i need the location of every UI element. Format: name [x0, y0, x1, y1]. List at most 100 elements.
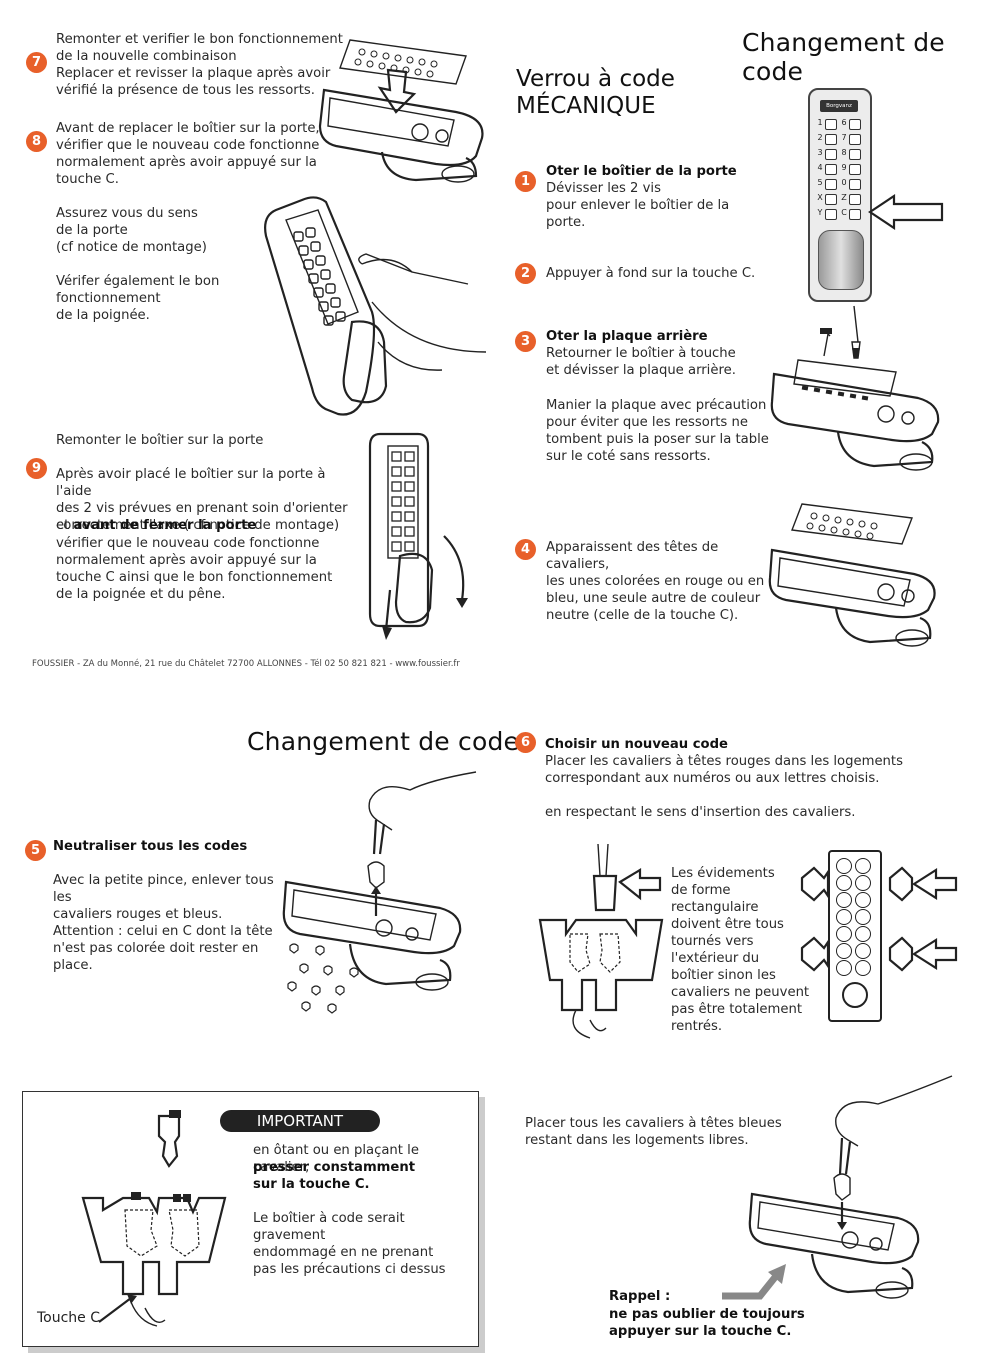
- step-3-text: Retourner le boîtier à touche et dévisse…: [546, 346, 736, 378]
- subtitle-line-2: MÉCANIQUE: [516, 93, 656, 119]
- step-8-badge: 8: [26, 131, 47, 152]
- step-1-text: Dévisser les 2 vis pour enlever le boîti…: [546, 181, 730, 230]
- step-8-text: Avant de replacer le boîtier sur la port…: [56, 121, 320, 187]
- step-5-title: Neutraliser tous les codes: [53, 839, 248, 854]
- step-8-handle-note: Vérifer également le bon fonctionnement …: [56, 274, 220, 323]
- key-button: [825, 179, 837, 190]
- step-9-text-end: vérifier que le nouveau code fonctionne …: [56, 536, 333, 602]
- step-8-door-note: Assurez vous du sens de la porte (cf not…: [56, 206, 207, 255]
- key-button: [849, 209, 861, 220]
- blue-caps-text: Placer tous les cavaliers à têtes bleues…: [525, 1116, 782, 1148]
- slot-icon: [855, 926, 871, 942]
- slot-icon: [855, 943, 871, 959]
- slot-icon: [855, 960, 871, 976]
- key-label: 5: [817, 178, 823, 187]
- page-title: Changement de code: [742, 28, 945, 86]
- step-5-warning: Attention : celui en C dont la tête n'es…: [53, 924, 273, 973]
- step-6-title: Choisir un nouveau code: [545, 737, 728, 752]
- step-9-warning-prefix: et: [56, 518, 74, 533]
- key-label: 6: [841, 118, 847, 127]
- round-slot-icon: [842, 982, 868, 1008]
- important-text-2: Le boîtier à code serait gravement endom…: [253, 1211, 446, 1277]
- key-label: 4: [817, 163, 823, 172]
- step-7-badge: 7: [26, 52, 47, 73]
- cross-section-illustration: [538, 843, 664, 1039]
- final-tweezers-illustration: [748, 1075, 953, 1299]
- important-text-bold: presser constamment sur la touche C.: [253, 1160, 416, 1192]
- step-1-badge: 1: [515, 171, 536, 192]
- brand-badge: Borgvanz: [820, 100, 858, 112]
- step-5-badge: 5: [25, 840, 46, 861]
- step-2-text: Appuyer à fond sur la touche C.: [546, 266, 756, 281]
- key-label: 7: [841, 133, 847, 142]
- key-button: [825, 119, 837, 130]
- subtitle-line-1: Verrou à code: [516, 66, 675, 92]
- key-button: [849, 149, 861, 160]
- key-button: [849, 179, 861, 190]
- step-4-text: Apparaissent des têtes de cavaliers, les…: [546, 540, 765, 623]
- knob-icon: [818, 230, 864, 290]
- back-plate-removal-illustration: [770, 305, 940, 471]
- key-label: 8: [841, 148, 847, 157]
- slot-icon: [855, 875, 871, 891]
- step-3-title: Oter la plaque arrière: [546, 329, 708, 344]
- key-button: [825, 134, 837, 145]
- open-lock-illustration: [768, 503, 936, 647]
- step-2-badge: 2: [515, 263, 536, 284]
- key-button: [849, 119, 861, 130]
- arrow-left-icon: [868, 193, 944, 231]
- step-1-title: Oter le boîtier de la porte: [546, 164, 737, 179]
- step-6-recess-note: Les évidements de forme rectangulaire do…: [671, 866, 810, 1034]
- key-label: 2: [817, 133, 823, 142]
- key-button: [825, 164, 837, 175]
- slot-icon: [836, 858, 852, 874]
- step-5-text: Avec la petite pince, enlever tous les c…: [53, 873, 274, 922]
- important-label: IMPORTANT: [220, 1110, 380, 1132]
- plate-assembly-illustration: [318, 39, 484, 183]
- key-label: C: [841, 208, 847, 217]
- key-label: 3: [817, 148, 823, 157]
- step-9-heading: Remonter le boîtier sur la porte: [56, 433, 264, 448]
- slot-icon: [836, 875, 852, 891]
- step-9-warning: et avant de fermer la porte: [56, 517, 356, 534]
- step-6-text: Placer les cavaliers à têtes rouges dans…: [545, 754, 903, 786]
- key-button: [849, 164, 861, 175]
- key-button: [825, 194, 837, 205]
- slot-icon: [855, 858, 871, 874]
- reminder-title: Rappel :: [609, 1289, 671, 1304]
- insertion-arrows-illustration: [800, 866, 958, 972]
- slot-icon: [836, 892, 852, 908]
- keypad-back-illustration: [828, 850, 882, 1022]
- step-3-handling-note: Manier la plaque avec précaution pour év…: [546, 398, 769, 464]
- important-warning-box: IMPORTANT en ôtant ou en plaçant le cava…: [22, 1091, 479, 1347]
- key-label: 1: [817, 118, 823, 127]
- key-label: 0: [841, 178, 847, 187]
- step-9-badge: 9: [26, 458, 47, 479]
- step-3-badge: 3: [515, 331, 536, 352]
- lock-on-door-illustration: [368, 432, 468, 640]
- key-label: Z: [841, 193, 847, 202]
- slot-icon: [855, 892, 871, 908]
- company-footer: FOUSSIER - ZA du Monné, 21 rue du Châtel…: [32, 659, 460, 669]
- key-button: [849, 134, 861, 145]
- tweezers-removal-illustration: [282, 771, 477, 1014]
- step-6-badge: 6: [515, 732, 536, 753]
- slot-icon: [855, 909, 871, 925]
- key-label: Y: [817, 208, 823, 217]
- slot-icon: [836, 909, 852, 925]
- key-button: [825, 209, 837, 220]
- important-cross-section-illustration: [81, 1110, 227, 1327]
- key-label: 9: [841, 163, 847, 172]
- key-button: [825, 149, 837, 160]
- bottom-page-title: Changement de code: [247, 727, 520, 756]
- product-subtitle: Verrou à code MÉCANIQUE: [516, 66, 675, 120]
- key-button: [849, 194, 861, 205]
- step-9-warning-bold: avant de fermer la porte: [73, 518, 257, 533]
- slot-icon: [836, 926, 852, 942]
- lock-pressing-illustration: [264, 196, 487, 416]
- reminder-arrow-icon: [722, 1264, 786, 1300]
- touche-c-label: Touche C: [37, 1310, 101, 1326]
- key-label: X: [817, 193, 823, 202]
- step-7-text: Remonter et verifier le bon fonctionneme…: [56, 32, 343, 98]
